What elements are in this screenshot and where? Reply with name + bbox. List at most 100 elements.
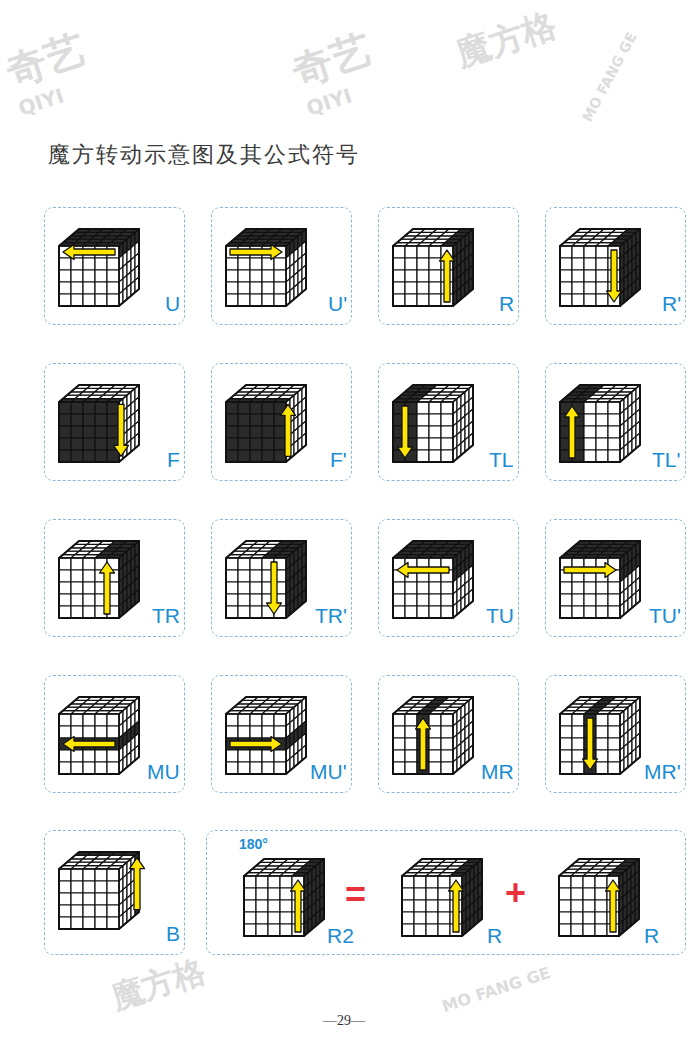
front-sticker bbox=[405, 582, 417, 594]
front-sticker bbox=[595, 912, 607, 924]
watermark: QIYI bbox=[16, 85, 66, 118]
cube-outline bbox=[244, 859, 324, 936]
front-sticker bbox=[280, 924, 292, 936]
front-sticker bbox=[429, 714, 441, 726]
front-sticker bbox=[393, 606, 405, 618]
front-sticker bbox=[238, 570, 250, 582]
front-sticker bbox=[405, 738, 417, 750]
front-sticker bbox=[59, 258, 71, 270]
front-sticker bbox=[402, 912, 414, 924]
cube-edge bbox=[59, 558, 119, 618]
front-sticker bbox=[107, 270, 119, 282]
front-sticker bbox=[559, 912, 571, 924]
front-sticker bbox=[83, 917, 95, 929]
front-sticker bbox=[608, 750, 620, 762]
cube-illustration bbox=[45, 831, 186, 956]
front-sticker bbox=[280, 888, 292, 900]
front-sticker bbox=[274, 762, 286, 774]
front-sticker bbox=[595, 924, 607, 936]
front-sticker bbox=[95, 282, 107, 294]
front-sticker bbox=[226, 714, 238, 726]
front-sticker bbox=[429, 438, 441, 450]
front-sticker bbox=[262, 414, 274, 426]
front-sticker bbox=[238, 750, 250, 762]
front-sticker bbox=[250, 726, 262, 738]
front-sticker bbox=[226, 594, 238, 606]
cube-outline bbox=[59, 229, 139, 306]
cube-edge bbox=[393, 714, 453, 774]
front-sticker bbox=[226, 414, 238, 426]
front-sticker bbox=[429, 270, 441, 282]
front-sticker bbox=[59, 438, 71, 450]
front-sticker bbox=[596, 450, 608, 462]
front-sticker bbox=[584, 402, 596, 414]
front-sticker bbox=[429, 762, 441, 774]
front-sticker bbox=[405, 606, 417, 618]
notation-panel: TR bbox=[44, 519, 185, 637]
front-sticker bbox=[560, 738, 572, 750]
front-sticker bbox=[441, 582, 453, 594]
front-sticker bbox=[560, 750, 572, 762]
front-sticker bbox=[95, 893, 107, 905]
front-sticker bbox=[571, 912, 583, 924]
front-sticker bbox=[59, 570, 71, 582]
front-sticker bbox=[71, 570, 83, 582]
turn-arrow bbox=[63, 245, 115, 260]
front-sticker bbox=[250, 714, 262, 726]
front-sticker bbox=[262, 294, 274, 306]
front-sticker bbox=[596, 726, 608, 738]
front-sticker bbox=[584, 450, 596, 462]
watermark: 奇艺 bbox=[288, 29, 376, 92]
cube-outline bbox=[559, 859, 639, 936]
move-label: R bbox=[499, 293, 514, 314]
cube-edge bbox=[393, 558, 453, 618]
front-sticker bbox=[426, 900, 438, 912]
front-sticker bbox=[238, 582, 250, 594]
notation-panel: TL bbox=[378, 363, 519, 481]
front-sticker bbox=[595, 888, 607, 900]
front-sticker bbox=[274, 726, 286, 738]
front-sticker bbox=[238, 606, 250, 618]
front-sticker bbox=[417, 258, 429, 270]
move-label: U bbox=[165, 293, 180, 314]
front-sticker bbox=[71, 402, 83, 414]
front-sticker bbox=[572, 726, 584, 738]
front-sticker bbox=[274, 282, 286, 294]
front-sticker bbox=[238, 294, 250, 306]
cube-outline bbox=[59, 697, 139, 774]
front-sticker bbox=[95, 414, 107, 426]
front-sticker bbox=[441, 762, 453, 774]
front-sticker bbox=[417, 246, 429, 258]
turn-arrow bbox=[416, 718, 431, 770]
front-sticker bbox=[59, 426, 71, 438]
front-sticker bbox=[83, 450, 95, 462]
front-sticker bbox=[250, 762, 262, 774]
front-sticker bbox=[571, 876, 583, 888]
front-sticker bbox=[393, 714, 405, 726]
front-sticker bbox=[59, 869, 71, 881]
cube-outline bbox=[226, 385, 306, 462]
front-sticker bbox=[71, 594, 83, 606]
front-sticker bbox=[250, 558, 262, 570]
front-sticker bbox=[262, 438, 274, 450]
cube-outline bbox=[226, 541, 306, 618]
front-sticker bbox=[583, 912, 595, 924]
front-sticker bbox=[596, 282, 608, 294]
front-sticker bbox=[268, 924, 280, 936]
front-sticker bbox=[244, 888, 256, 900]
front-sticker bbox=[393, 750, 405, 762]
front-sticker bbox=[83, 282, 95, 294]
move-label: B bbox=[166, 923, 180, 944]
turn-arrow bbox=[281, 404, 296, 456]
front-sticker bbox=[71, 606, 83, 618]
front-sticker bbox=[441, 594, 453, 606]
move-label: TR bbox=[152, 605, 180, 626]
front-sticker bbox=[584, 294, 596, 306]
front-sticker bbox=[95, 258, 107, 270]
front-sticker bbox=[608, 414, 620, 426]
front-sticker bbox=[405, 246, 417, 258]
front-sticker bbox=[71, 714, 83, 726]
notation-panel: TU' bbox=[545, 519, 686, 637]
front-sticker bbox=[596, 738, 608, 750]
front-sticker bbox=[429, 750, 441, 762]
